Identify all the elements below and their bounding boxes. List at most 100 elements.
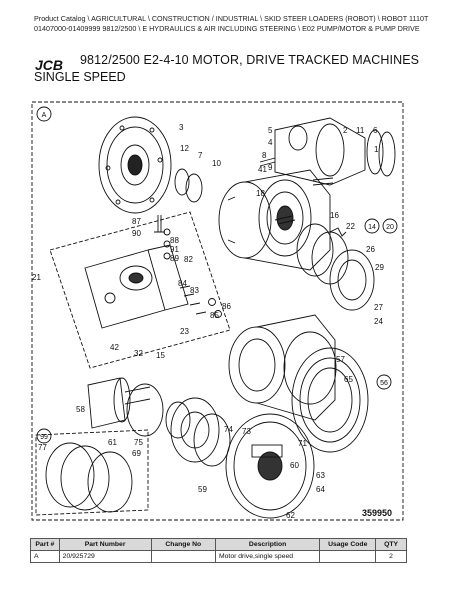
callout-87: 87 [132,217,141,226]
callout-75: 75 [134,438,143,447]
callout-88: 88 [170,236,179,245]
diagram-frame [31,101,404,521]
drawing-number: 359950 [362,508,392,518]
callout-84: 84 [178,279,187,288]
view-label-a-marker [36,106,52,122]
callout-61: 61 [108,438,117,447]
bolt [259,157,276,167]
callout-60: 60 [290,461,299,470]
callout-85: 85 [210,311,219,320]
table-row[interactable]: A 20/925729 Motor drive,single speed 2 [30,550,407,563]
o-ring [165,401,191,439]
callout-27: 27 [374,303,383,312]
drive-shaft [87,377,164,437]
col-part-hash: Part # [30,538,60,551]
col-change-no: Change No [150,538,216,551]
col-description: Description [214,538,321,551]
callout-74: 74 [224,425,233,434]
view-label-99: 99 [40,434,48,441]
callout-90: 90 [132,229,141,238]
callout-83: 83 [190,286,199,295]
callout-62: 62 [286,511,295,520]
callout-11: 11 [356,126,365,135]
end-cover [225,413,315,519]
callout-77: 77 [38,443,47,452]
ring-gear-housing [228,314,369,453]
parts-table-container: Part # Part Number Change No Description… [30,538,407,563]
callout-82: 82 [184,255,193,264]
motor-body [218,169,331,271]
callout-6: 6 [373,126,378,135]
callout-5: 5 [268,126,273,135]
callout-89: 89 [170,254,179,263]
callout-32: 32 [134,349,143,358]
seal-ring [193,413,231,467]
callout-26: 26 [366,245,375,254]
col-part-number: Part Number [58,538,152,551]
seal-ring [185,173,203,203]
bell-housing [98,116,172,214]
callout-58: 58 [76,405,85,414]
cell-part-number: 20/925729 [58,550,152,563]
page-title: 9812/2500 E2-4-10 MOTOR, DRIVE TRACKED M… [80,53,420,67]
col-qty: QTY [375,538,407,551]
table-header-row: Part # Part Number Change No Description… [30,538,407,551]
callout-91: 91 [170,245,179,254]
callout-4: 4 [268,138,273,147]
exploded-parts-diagram: A 14 20 56 99 3 5 4 12 2 11 6 7 1 10 8 9… [31,101,404,521]
callout-12: 12 [180,144,189,153]
spindle-hub [274,117,396,186]
detail-99-box [35,429,149,516]
callout-63: 63 [316,471,325,480]
callout-16: 16 [330,211,339,220]
cell-change-no [150,550,216,563]
cell-qty: 2 [375,550,407,563]
callout-7: 7 [198,151,203,160]
callout-65: 65 [344,375,353,384]
col-usage-code: Usage Code [319,538,377,551]
parts-table: Part # Part Number Change No Description… [30,538,407,563]
breadcrumb-line-2: 01407000-01409999 9812/2500 \ E HYDRAULI… [34,23,420,33]
logo-text: JCB [35,57,63,73]
valve-block [49,211,231,369]
jcb-logo: JCB [35,57,63,73]
callout-labels: 3 5 4 12 2 11 6 7 1 10 8 9 41 18 16 22 2… [32,123,384,520]
callout-3: 3 [179,123,184,132]
callout-64: 64 [316,485,325,494]
bolt [274,215,296,225]
callout-42: 42 [110,343,119,352]
callout-71: 71 [298,439,307,448]
cell-part-hash: A [30,550,60,563]
callout-18: 18 [256,189,265,198]
view-label-14-marker [364,218,380,234]
page-subtitle: SINGLE SPEED [34,70,126,84]
callout-24: 24 [374,317,383,326]
view-label-56: 56 [380,380,388,387]
breadcrumb-line-1: Product Catalog \ AGRICULTURAL \ CONSTRU… [34,14,429,23]
callout-9: 9 [268,163,273,172]
spline-gear [296,223,375,311]
callout-22: 22 [346,222,355,231]
callout-2: 2 [343,126,348,135]
small-parts-column [163,228,222,318]
callout-73: 73 [242,427,251,436]
view-label-20: 20 [386,224,394,231]
callout-29: 29 [375,263,384,272]
callout-41-top: 41 [258,165,267,174]
callout-8: 8 [262,151,267,160]
bolt [312,177,334,186]
thrust-plate [170,397,220,463]
callout-15: 15 [156,351,165,360]
cell-description: Motor drive,single speed [214,550,321,563]
seal-ring [174,168,190,196]
view-label-14: 14 [368,224,376,231]
callout-57: 57 [336,355,345,364]
view-label-20-marker [382,218,398,234]
callout-23: 23 [180,327,189,336]
callout-59: 59 [198,485,207,494]
callout-86: 86 [222,302,231,311]
callout-21: 21 [32,273,41,282]
view-label-56-marker [376,374,392,390]
breadcrumb: Product Catalog \ AGRICULTURAL \ CONSTRU… [34,14,434,33]
callout-69: 69 [132,449,141,458]
